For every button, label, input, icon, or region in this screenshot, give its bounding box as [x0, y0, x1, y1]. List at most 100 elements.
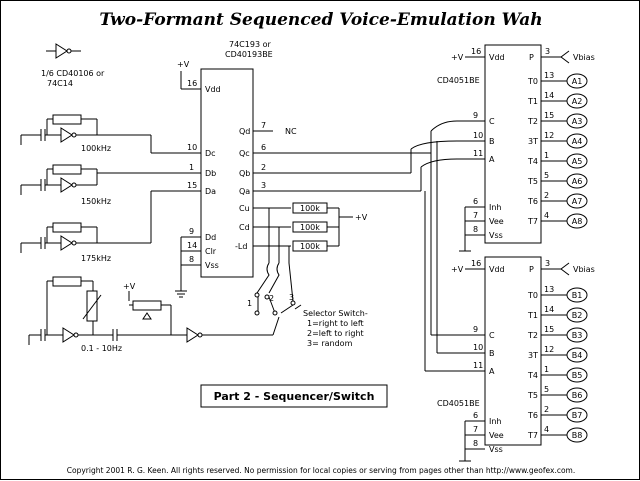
mux-in-pin-num: 10 — [473, 343, 483, 352]
mux-out-pin-num: 1 — [544, 151, 549, 160]
mux-ctl-pin-label: Inh — [489, 417, 502, 426]
mux-bottom-vdd: Vdd — [489, 265, 505, 274]
mux-out-pin-num: 5 — [544, 171, 549, 180]
mux-bottom-vdd-supply: +V — [451, 265, 464, 274]
tap-marker — [566, 327, 588, 343]
mux-out-pin-num: 2 — [544, 405, 549, 414]
mux-top-chip — [484, 44, 542, 244]
pin-label: Qb — [239, 169, 250, 178]
tap-marker — [566, 427, 588, 443]
mux-top-vbias: Vbias — [573, 53, 595, 62]
oscillator-100khz — [20, 114, 152, 153]
switch-pos-2: 2 — [269, 294, 274, 303]
mux-out-pin-label: T2 — [527, 117, 538, 126]
oscillator-175khz — [20, 191, 152, 253]
part-label: Part 2 - Sequencer/Switch — [214, 390, 375, 403]
tap-marker — [566, 347, 588, 363]
tap-marker — [566, 133, 588, 149]
tap-marker — [566, 193, 588, 209]
mux-ctl-pin-label: Vee — [489, 431, 504, 440]
mux-top-vdd-supply: +V — [451, 53, 464, 62]
pin-label: Vdd — [205, 85, 221, 94]
mux-bottom-part: CD4051BE — [437, 399, 480, 408]
pin-num: 1 — [189, 163, 194, 172]
mux-out-pin-label: T4 — [527, 157, 538, 166]
mux-out-pin-num: 5 — [544, 385, 549, 394]
mux-out-pin-label: T7 — [527, 431, 538, 440]
pin-num: 9 — [189, 227, 194, 236]
tap-label: A6 — [572, 177, 583, 186]
tap-label: B3 — [572, 331, 583, 340]
tap-label: B4 — [572, 351, 583, 360]
mux-out-pin-label: T0 — [527, 291, 538, 300]
tap-marker — [566, 73, 588, 89]
counter-right-pin-labels: Qd 7 Qc 6 Qb 2 Qa 3 Cu Cd -Ld — [235, 121, 266, 251]
counter-part-line2: CD40193BE — [225, 50, 273, 59]
inverter-legend-line2: 74C14 — [47, 79, 73, 88]
osc-label-1: 100kHz — [81, 144, 111, 153]
mux-in-pin-label: C — [489, 331, 495, 340]
resistor-supply-label: +V — [355, 213, 368, 222]
mux-out-pin-num: 4 — [544, 211, 549, 220]
mux-in-pin-num: 11 — [473, 149, 483, 158]
mux-top-part: CD4051BE — [437, 76, 480, 85]
mux-out-pin-label: T1 — [527, 97, 538, 106]
mux-out-pin-label: T0 — [527, 77, 538, 86]
mux-in-pin-label: B — [489, 349, 495, 358]
tap-label: B8 — [572, 431, 583, 440]
tap-marker — [566, 287, 588, 303]
mux-out-pin-label: T4 — [527, 371, 538, 380]
counter-supply-label: +V — [177, 60, 190, 69]
mux-out-pin-num: 1 — [544, 365, 549, 374]
tap-label: A7 — [572, 197, 583, 206]
mux-out-pin-num: 2 — [544, 191, 549, 200]
pin-num: 10 — [187, 143, 197, 152]
tap-label: B7 — [572, 411, 583, 420]
osc-label-3: 175kHz — [81, 254, 111, 263]
mux-out-pin-num: 15 — [544, 325, 554, 334]
tap-marker — [566, 173, 588, 189]
tap-label: B2 — [572, 311, 583, 320]
mux-out-pin-num: 12 — [544, 131, 554, 140]
pin-label: Qa — [239, 187, 250, 196]
mux-out-pin-label: T6 — [527, 411, 538, 420]
copyright-footer: Copyright 2001 R. G. Keen. All rights re… — [67, 466, 575, 475]
tap-label: A1 — [572, 77, 583, 86]
pin-num: 15 — [187, 181, 197, 190]
inverter-legend-line1: 1/6 CD40106 or — [41, 69, 105, 78]
lfo-supply-label: +V — [123, 282, 136, 291]
diagram-title: Two-Formant Sequenced Voice-Emulation Wa… — [99, 10, 542, 30]
mux-ctl-pin-num: 6 — [473, 411, 478, 420]
tap-marker — [566, 153, 588, 169]
mux-out-pin-num: 14 — [544, 91, 554, 100]
mux-out-pin-num: 13 — [544, 71, 554, 80]
mux-out-pin-label: T6 — [527, 197, 538, 206]
mux-ctl-pin-num: 7 — [473, 211, 478, 220]
pin-label: Qc — [239, 149, 250, 158]
tap-marker — [566, 367, 588, 383]
mux-bottom-p-pin: 3 — [545, 259, 550, 268]
tap-label: A5 — [572, 157, 583, 166]
mux-ctl-pin-label: Vee — [489, 217, 504, 226]
inverter-legend-symbol — [46, 43, 81, 59]
tap-label: A3 — [572, 117, 583, 126]
pin-num: 7 — [261, 121, 266, 130]
mux-in-pin-num: 11 — [473, 361, 483, 370]
mux-in-pin-label: B — [489, 137, 495, 146]
pin-label: -Ld — [235, 242, 247, 251]
tap-label: A2 — [572, 97, 583, 106]
mux-out-pin-label: T5 — [527, 177, 538, 186]
resistor-100k-3: 100k — [300, 242, 320, 251]
switch-pos-1: 1 — [247, 299, 252, 308]
mux-in-pin-label: A — [489, 367, 495, 376]
mux-out-pin-label: 3T — [528, 351, 538, 360]
tap-marker — [566, 93, 588, 109]
mux-in-pin-label: A — [489, 155, 495, 164]
tap-label: A8 — [572, 217, 583, 226]
pin-label: Vss — [205, 261, 219, 270]
tap-label: B5 — [572, 371, 583, 380]
tap-marker — [566, 407, 588, 423]
mux-ctl-pin-label: Vss — [489, 231, 503, 240]
